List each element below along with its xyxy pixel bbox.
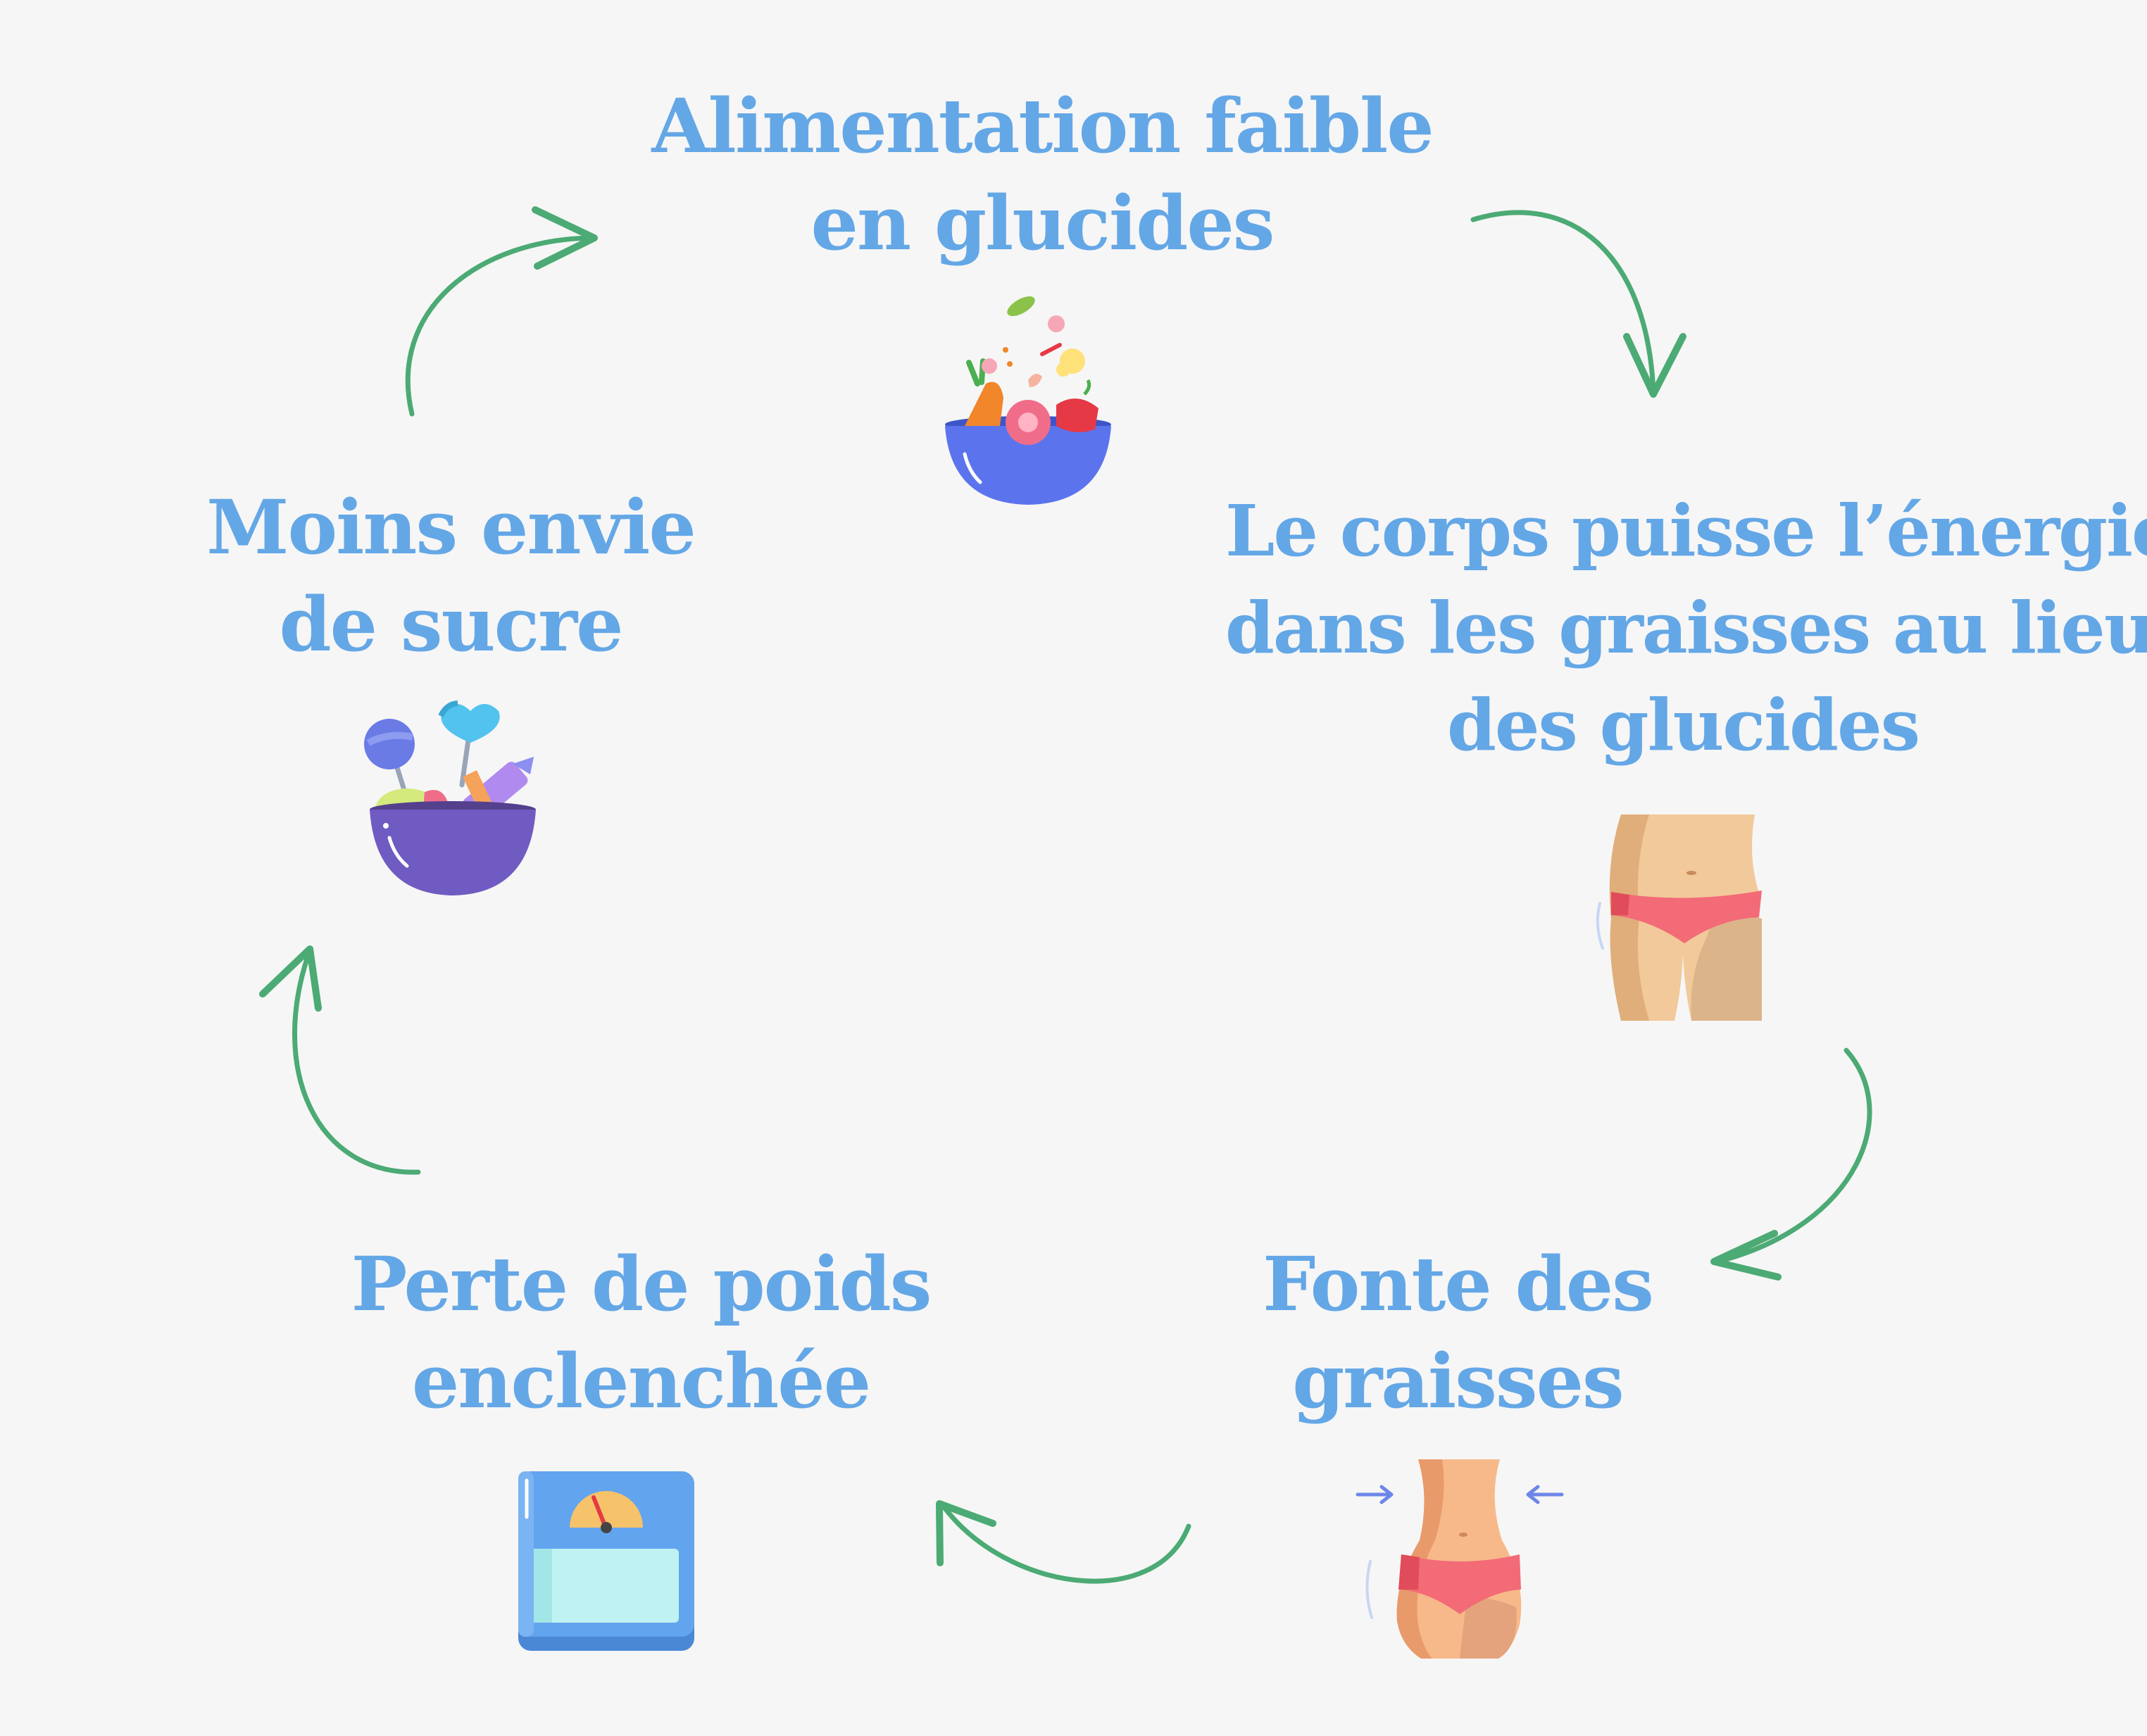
step-label-line: Moins envie bbox=[206, 483, 696, 571]
step-label-less-sugar-craving: Moins envie de sucre bbox=[169, 479, 732, 673]
step-label-low-carb-diet: Alimentation faible en glucides bbox=[620, 77, 1465, 272]
step-label-line: graisses bbox=[1292, 1337, 1624, 1425]
step-label-fat-melting: Fonte des graisses bbox=[1141, 1235, 1774, 1430]
step-label-line: Le corps puisse l’énergie bbox=[1225, 489, 2147, 572]
vegetable-bowl-icon bbox=[945, 296, 1111, 505]
arrow-step5-to-step1 bbox=[405, 206, 598, 417]
slim-waist-icon bbox=[1356, 1459, 1564, 1659]
step-label-line: Perte de poids bbox=[351, 1240, 932, 1328]
step-label-weight-loss: Perte de poids enclenchée bbox=[324, 1235, 958, 1430]
step-label-line: Alimentation faible bbox=[651, 82, 1434, 170]
step-label-body-uses-fat: Le corps puisse l’énergie dans les grais… bbox=[1225, 482, 2147, 774]
arrow-step4-to-step5 bbox=[259, 945, 421, 1175]
step-label-line: en glucides bbox=[810, 179, 1275, 267]
bathroom-scale-icon bbox=[518, 1471, 694, 1651]
step-label-line: enclenchée bbox=[411, 1337, 871, 1425]
arrow-step2-to-step3 bbox=[1710, 1048, 1872, 1281]
step-label-line: des glucides bbox=[1447, 684, 1920, 767]
candy-bowl-icon bbox=[364, 700, 536, 895]
arrow-step1-to-step2 bbox=[1470, 210, 1686, 398]
step-label-line: dans les graisses au lieu bbox=[1225, 586, 2147, 669]
step-label-line: Fonte des bbox=[1263, 1240, 1654, 1328]
step-label-line: de sucre bbox=[279, 580, 623, 668]
hips-body-icon bbox=[1596, 814, 1762, 1021]
arrow-step3-to-step4 bbox=[936, 1500, 1191, 1584]
